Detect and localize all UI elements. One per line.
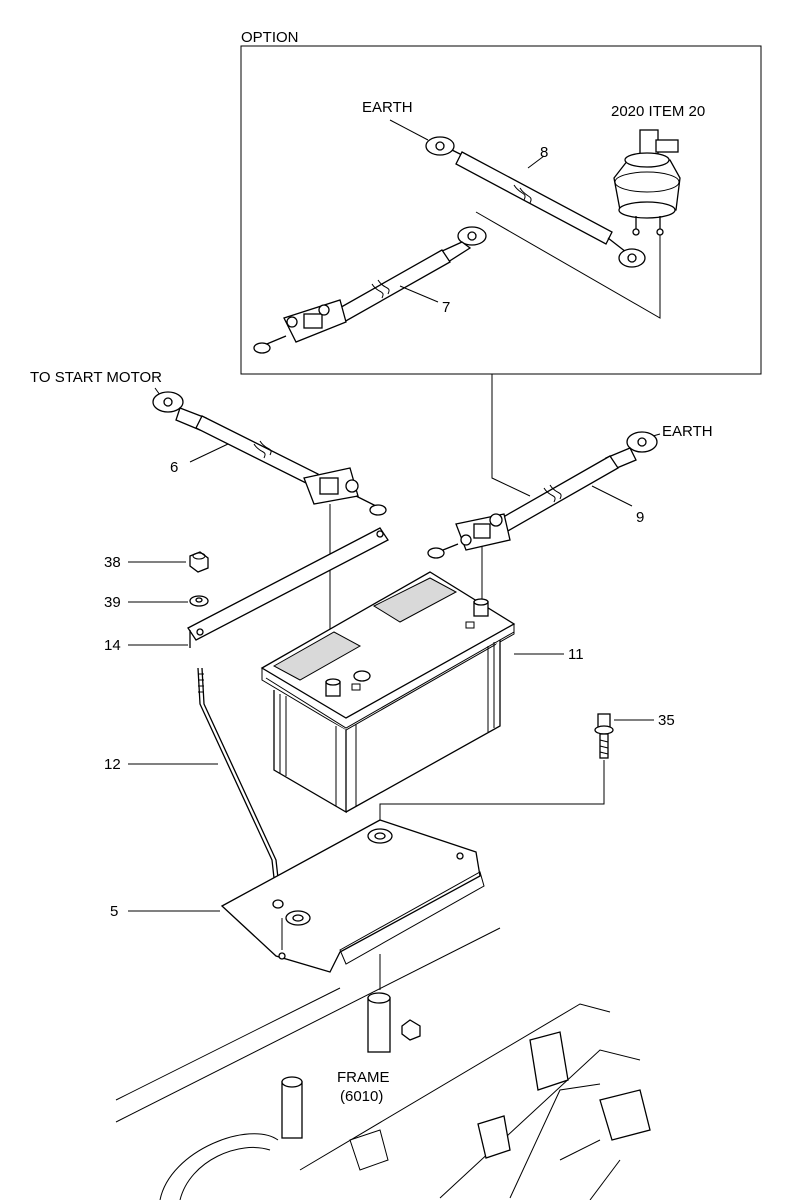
callout-8: 8: [540, 144, 548, 161]
leader-6: [189, 443, 229, 463]
frame-label: FRAME: [337, 1069, 390, 1086]
callout-6: 6: [170, 459, 178, 476]
callout-38: 38: [104, 554, 121, 571]
frame-code-label: (6010): [340, 1088, 383, 1105]
cable-8: [425, 136, 646, 268]
nut-38-icon: [189, 551, 209, 573]
callout-35: 35: [658, 712, 675, 729]
switch-connector-line: [475, 211, 661, 319]
bolt-35-connector-line: [379, 760, 605, 832]
battery-11: [260, 571, 516, 814]
battery-tray-5: [220, 819, 485, 973]
washer-39-icon: [189, 595, 209, 607]
cable-6: [152, 391, 387, 516]
leader-9: [591, 485, 633, 507]
callout-9: 9: [636, 509, 644, 526]
option-box: [240, 45, 762, 375]
callout-11: 11: [568, 646, 584, 663]
earth-option-leader: [389, 119, 429, 141]
callout-5: 5: [110, 903, 118, 920]
callout-7: 7: [442, 299, 450, 316]
frame-6010: [115, 927, 651, 1200]
to-start-motor-label: TO START MOTOR: [30, 369, 162, 386]
cable-7: [253, 226, 487, 354]
option-connector-line: [491, 374, 531, 497]
callout-14: 14: [104, 637, 121, 654]
leader-7: [399, 285, 439, 303]
earth-option-label: EARTH: [362, 99, 413, 116]
bolt-35-icon: [594, 713, 614, 759]
hold-down-strap-14: [187, 527, 389, 648]
leader-8: [527, 155, 545, 169]
callout-12: 12: [104, 756, 121, 773]
cable-9: [427, 431, 658, 559]
callout-39: 39: [104, 594, 121, 611]
option-label: OPTION: [241, 29, 299, 46]
j-bolt-12: [197, 667, 281, 897]
earth-main-label: EARTH: [662, 423, 713, 440]
battery-switch-icon: [613, 129, 681, 236]
item-ref-label: 2020 ITEM 20: [611, 103, 705, 120]
